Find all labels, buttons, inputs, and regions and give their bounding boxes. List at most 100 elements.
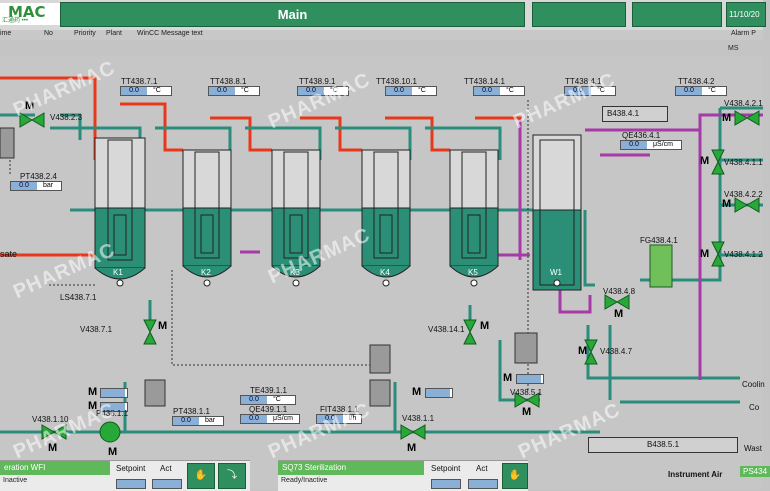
vessel-w1 xyxy=(532,134,582,291)
tag-tt438-9-1: TT438.9.1 xyxy=(299,77,336,86)
panel-wfi-status: Inactive xyxy=(3,477,28,484)
screen-button-2[interactable] xyxy=(532,2,626,27)
alarm-column: Alarm P xyxy=(731,30,756,37)
valve-shapes xyxy=(19,110,760,440)
filter-icon xyxy=(649,244,673,288)
tag-qe436-4-1: QE436.4.1 xyxy=(622,131,661,140)
valve-tag-v438-7-1: V438.7.1 xyxy=(80,325,113,334)
motor-m-v438-4-2-2[interactable]: M xyxy=(722,198,732,210)
panel-steril-setpoint-label: Setpoint xyxy=(431,464,461,473)
tank-b438-4-1[interactable]: B438.4.1 xyxy=(602,106,668,122)
top-bar: MAC 汇通药 ••• Main 11/10/20 xyxy=(0,0,766,30)
motor-m-v438-4-2-1[interactable]: M xyxy=(722,112,732,124)
panel-steril-act-value xyxy=(468,479,498,489)
motor-m-v438-4-7[interactable]: M xyxy=(578,345,588,357)
valve-tag-v438-2-3: V438.2.3 xyxy=(50,113,83,122)
message-bar[interactable]: ime No Priority Plant WinCC Message text… xyxy=(0,30,763,40)
pressure-switch-ps434[interactable]: PS434 xyxy=(740,466,770,477)
tag-fit438-1-1: FIT438.1.1 xyxy=(320,405,359,414)
valve-tag-v438-4-7: V438.4.7 xyxy=(600,347,633,356)
motor-m-v438-4-1-2[interactable]: M xyxy=(700,248,710,260)
vessel-k1 xyxy=(94,137,146,280)
motor-m-v438-2-3[interactable]: M xyxy=(25,100,35,112)
tag-tt438-7-1: TT438.7.1 xyxy=(121,77,158,86)
pump-icon xyxy=(99,421,121,443)
motor-m-status-3[interactable]: M xyxy=(412,386,422,398)
screen-button-3[interactable] xyxy=(632,2,722,27)
status-box-4[interactable] xyxy=(516,374,544,384)
sensor-tt438-4-2[interactable]: 0.0°C xyxy=(675,86,727,96)
hand-mode-icon[interactable]: ✋ xyxy=(187,463,215,489)
ms-label: MS xyxy=(728,45,739,52)
status-box-1[interactable] xyxy=(100,388,128,398)
sensor-tt438-14-1[interactable]: 0.0°C xyxy=(473,86,525,96)
step-icon[interactable]: ⤵ xyxy=(218,463,246,489)
level-indicators xyxy=(116,279,561,287)
sensor-te439-1-1[interactable]: 0.0°C xyxy=(240,395,296,405)
system-time: 11/10/20 xyxy=(726,2,766,27)
panel-steril-title: SQ73 Sterilization xyxy=(278,461,424,475)
panel-wfi-act-value xyxy=(152,479,182,489)
sensor-tt438-7-1[interactable]: 0.0°C xyxy=(120,86,172,96)
col-message-text: WinCC Message text xyxy=(137,30,203,37)
col-priority: Priority xyxy=(74,30,96,37)
panel-wfi-setpoint-value[interactable] xyxy=(116,479,146,489)
pump-tag-p438-1-1: P438.1.1 xyxy=(96,409,129,418)
tag-pt438-1-1: PT438.1.1 xyxy=(173,407,210,416)
panel-steril-setpoint-value[interactable] xyxy=(431,479,461,489)
instrument-panels xyxy=(0,127,538,407)
motor-m-v438-4-1-1[interactable]: M xyxy=(700,155,710,167)
hand-mode-icon-2[interactable]: ✋ xyxy=(502,463,528,489)
motor-m-v438-7-1[interactable]: M xyxy=(158,320,168,332)
vessel-label-k4: K4 xyxy=(380,268,390,277)
motor-m-pump[interactable]: M xyxy=(108,446,118,458)
valve-tag-v438-4-2-1: V438.4.2.1 xyxy=(724,99,763,108)
motor-m-status-2[interactable]: M xyxy=(88,400,98,412)
level-switch-ls438-7-1: LS438.7.1 xyxy=(60,293,97,302)
line-label-instrument-air: Instrument Air xyxy=(668,470,723,479)
logo-subtext: 汇通药 ••• xyxy=(2,18,28,24)
valve-tag-v438-4-8: V438.4.8 xyxy=(603,287,636,296)
vessel-k5 xyxy=(449,149,499,278)
sensor-tt438-4-1[interactable]: 0.0°C xyxy=(564,86,616,96)
status-box-3[interactable] xyxy=(425,388,453,398)
status-box-2[interactable] xyxy=(100,402,128,412)
sensor-tt438-10-1[interactable]: 0.0°C xyxy=(385,86,437,96)
tag-tt438-4-2: TT438.4.2 xyxy=(678,77,715,86)
line-label-cooling-2: Co xyxy=(749,403,760,412)
sensor-tt438-9-1[interactable]: 0.0°C xyxy=(297,86,349,96)
motor-m-status-4[interactable]: M xyxy=(503,372,513,384)
tag-tt438-8-1: TT438.8.1 xyxy=(210,77,247,86)
valve-tag-v438-4-2-2: V438.4.2.2 xyxy=(724,190,763,199)
tank-b438-5-1[interactable]: B438.5.1 xyxy=(588,437,738,453)
vessel-label-w1: W1 xyxy=(550,268,562,277)
motor-m-v438-4-8[interactable]: M xyxy=(614,308,624,320)
panel-wfi-act-label: Act xyxy=(160,464,172,473)
line-label-waste: Wast xyxy=(744,444,762,453)
tag-tt438-14-1: TT438.14.1 xyxy=(464,77,505,86)
sensor-tt438-8-1[interactable]: 0.0°C xyxy=(208,86,260,96)
col-no: No xyxy=(44,30,53,37)
vessel-label-k2: K2 xyxy=(201,268,211,277)
tag-pt438-2-4: PT438.2.4 xyxy=(20,172,57,181)
motor-m-v438-14-1[interactable]: M xyxy=(480,320,490,332)
vessel-label-k3: K3 xyxy=(290,268,300,277)
col-time: ime xyxy=(0,30,12,37)
col-plant: Plant xyxy=(106,30,122,37)
line-label-sate: sate xyxy=(0,249,18,259)
motor-m-v438-1-10[interactable]: M xyxy=(48,442,58,454)
panel-wfi-setpoint-label: Setpoint xyxy=(116,464,146,473)
line-label-cooling-1: Coolin xyxy=(742,380,765,389)
motor-m-status-1[interactable]: M xyxy=(88,386,98,398)
motor-m-v438-5-1[interactable]: M xyxy=(522,406,532,418)
motor-m-v438-1-1[interactable]: M xyxy=(407,442,417,454)
tag-qe439-1-1: QE439.1.1 xyxy=(249,405,288,414)
vessel-k3 xyxy=(271,149,321,278)
main-screen-button[interactable]: Main xyxy=(60,2,525,27)
